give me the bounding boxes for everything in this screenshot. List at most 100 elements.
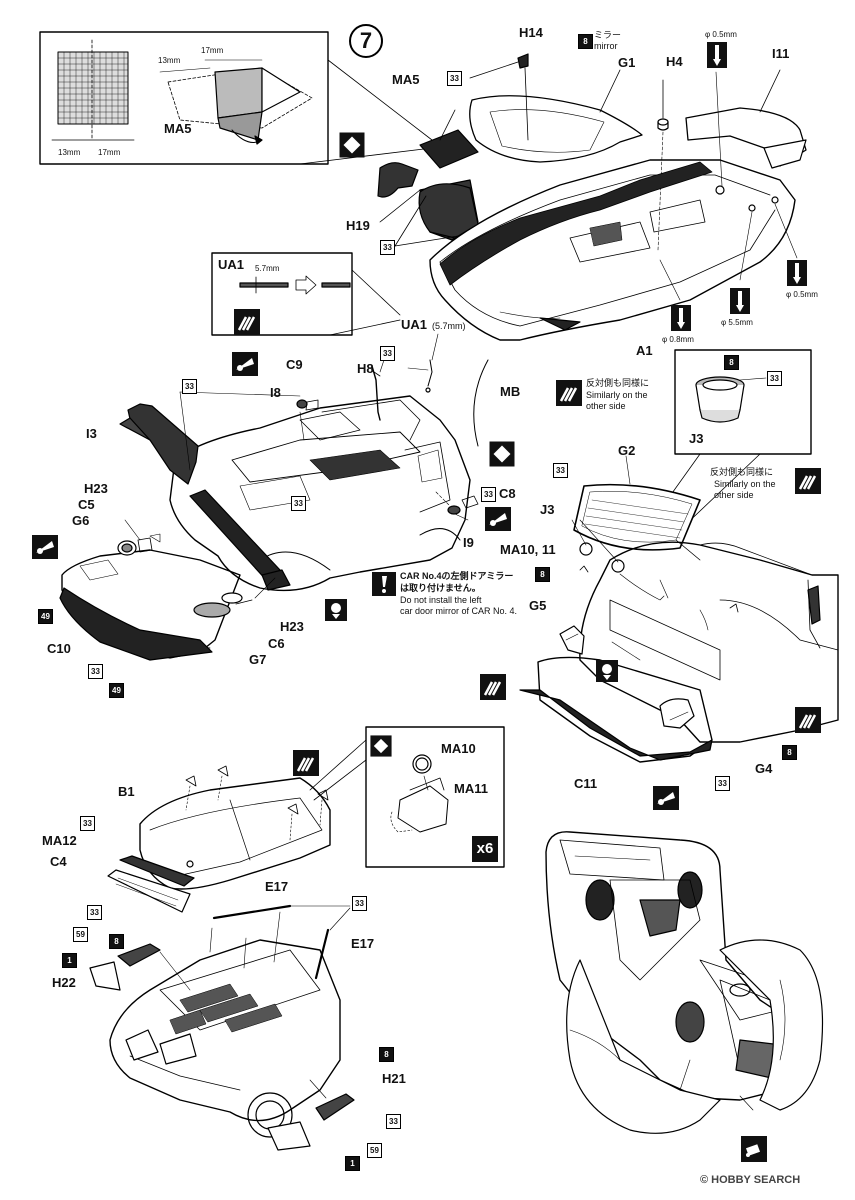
drill-icon <box>596 660 618 682</box>
label-b1: B1 <box>118 784 135 799</box>
dim-5-7mm: 5.7mm <box>255 264 280 273</box>
label-c6: C6 <box>268 636 285 651</box>
note-similar-en-b2: other side <box>714 490 754 500</box>
paint-code-33: 33 <box>291 496 306 511</box>
drill-icon <box>730 288 750 314</box>
dim-phi-0-5mm-a: φ 0.5mm <box>705 30 737 39</box>
label-ma12: MA12 <box>42 833 77 848</box>
label-j3-box: J3 <box>689 431 704 446</box>
paint-code-33: 33 <box>380 346 395 361</box>
label-e17-a: E17 <box>265 879 289 894</box>
paint-icon <box>480 674 506 700</box>
paint-icon <box>795 468 821 494</box>
dim-13mm-a: 13mm <box>158 56 181 65</box>
paint-code-33: 33 <box>88 664 103 679</box>
label-g7: G7 <box>249 652 267 667</box>
paint-code-8: 8 <box>724 355 739 370</box>
note-mirror-en: mirror <box>594 41 618 51</box>
label-ua1-box: UA1 <box>218 257 245 272</box>
paint-code-8: 8 <box>379 1047 394 1062</box>
drill-icon <box>671 305 691 331</box>
paint-icon <box>795 707 821 733</box>
note-similar-jp-a: 反対側も同様に <box>586 378 650 388</box>
note-car4-jp2: は取り付けません。 <box>400 583 481 593</box>
label-e17-b: E17 <box>351 936 375 951</box>
label-i8: I8 <box>270 385 281 400</box>
cut-icon <box>485 507 511 531</box>
label-c10: C10 <box>47 641 71 656</box>
paint-code-49: 49 <box>38 609 53 624</box>
dim-13mm-b: 13mm <box>58 148 81 157</box>
label-ma10-11: MA10, 11 <box>500 542 556 557</box>
label-c4: C4 <box>50 854 67 869</box>
note-similar-en-a2: other side <box>586 401 626 411</box>
paint-code-33: 33 <box>767 371 782 386</box>
label-ma10: MA10 <box>441 741 476 756</box>
cut-icon <box>32 535 58 559</box>
label-h23-a: H23 <box>84 481 108 496</box>
label-g1: G1 <box>618 55 636 70</box>
label-i11: I11 <box>772 46 790 61</box>
dim-phi-0-8mm: φ 0.8mm <box>662 335 694 344</box>
note-similar-jp-b: 反対側も同様に <box>710 467 774 477</box>
watermark: © HOBBY SEARCH <box>700 1174 801 1186</box>
paint-code-8: 8 <box>535 567 550 582</box>
label-ma11: MA11 <box>454 781 488 796</box>
multiplier-badge: x6 <box>472 836 498 862</box>
paint-code-33: 33 <box>87 905 102 920</box>
label-h4: H4 <box>666 54 683 69</box>
paint-code-33: 33 <box>553 463 568 478</box>
label-c5: C5 <box>78 497 95 512</box>
drill-icon <box>787 260 807 286</box>
label-mb: MB <box>500 384 521 399</box>
paint-code-59: 59 <box>367 1143 382 1158</box>
label-h14: H14 <box>519 25 543 40</box>
paint-code-33: 33 <box>352 896 367 911</box>
dim-phi-5-5mm: φ 5.5mm <box>721 318 753 327</box>
note-similar-en-b1: Similarly on the <box>714 479 776 489</box>
note-car4-en2: car door mirror of CAR No. 4. <box>400 606 518 616</box>
note-car4-en1: Do not install the left <box>400 595 482 605</box>
paint-code-1: 1 <box>345 1156 360 1171</box>
paint-code-8: 8 <box>782 745 797 760</box>
paint-code-33: 33 <box>481 487 496 502</box>
label-ma5-inset: MA5 <box>164 121 192 136</box>
label-h23-b: H23 <box>280 619 304 634</box>
label-h8: H8 <box>357 361 374 376</box>
paint-code-33: 33 <box>380 240 395 255</box>
paint-code-33: 33 <box>182 379 197 394</box>
label-h19: H19 <box>346 218 370 233</box>
label-i9: I9 <box>463 535 474 550</box>
label-ua1: UA1 <box>401 317 428 332</box>
paint-code-33: 33 <box>80 816 95 831</box>
label-h21: H21 <box>382 1071 406 1086</box>
paint-icon <box>234 309 260 335</box>
label-c11: C11 <box>574 776 598 791</box>
drill-icon <box>325 599 347 621</box>
paint-code-49: 49 <box>109 683 124 698</box>
dim-phi-0-5mm-b: φ 0.5mm <box>786 290 818 299</box>
dim-17mm-b: 17mm <box>98 148 121 157</box>
sanding-icon <box>741 1136 767 1162</box>
note-mirror-jp: ミラー <box>594 30 622 40</box>
paint-code-33: 33 <box>447 71 462 86</box>
paint-code-8: 8 <box>109 934 124 949</box>
note-similar-en-a1: Similarly on the <box>586 390 648 400</box>
label-a1: A1 <box>636 343 653 358</box>
label-h22: H22 <box>52 975 76 990</box>
label-i3: I3 <box>86 426 97 441</box>
label-ua1-spec: (5.7mm) <box>432 321 466 331</box>
label-g6: G6 <box>72 513 90 528</box>
cement-icon <box>489 441 515 467</box>
caution-icon <box>372 572 396 596</box>
cement-icon <box>370 735 392 757</box>
label-c9: C9 <box>286 357 303 372</box>
cut-icon <box>653 786 679 810</box>
paint-code-1: 1 <box>62 953 77 968</box>
paint-code-8: 8 <box>578 34 593 49</box>
paint-code-33: 33 <box>386 1114 401 1129</box>
label-g5: G5 <box>529 598 547 613</box>
label-g2: G2 <box>618 443 636 458</box>
